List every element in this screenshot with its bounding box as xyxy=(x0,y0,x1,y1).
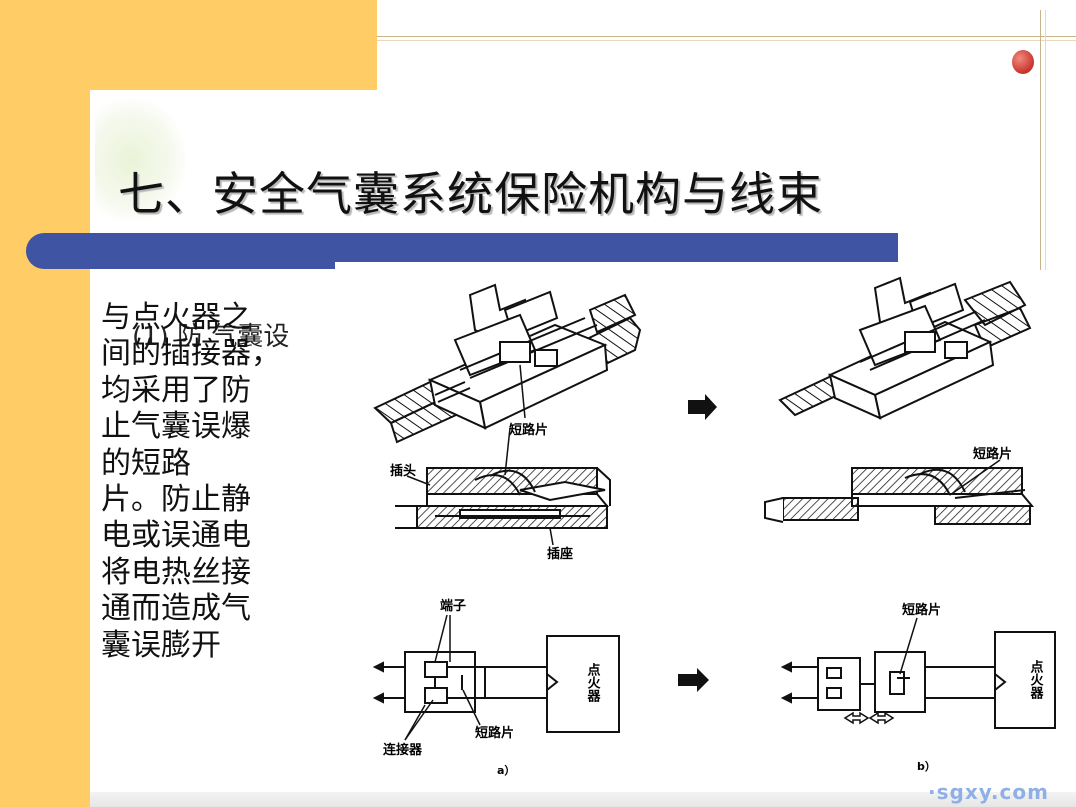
label-short-piece-left: 短路片 xyxy=(509,422,548,438)
body-line: 片。防止静 xyxy=(101,482,251,518)
connector-diagram-svg: 短路片 xyxy=(372,276,1056,777)
label-igniter-a: 点火器 xyxy=(585,662,602,703)
label-short-piece-right: 短路片 xyxy=(973,446,1012,462)
watermark: ·sgxy.com xyxy=(928,780,1049,804)
caption-b: b） xyxy=(917,760,936,773)
caption-a: a） xyxy=(497,764,515,777)
connector-iso-left xyxy=(373,283,642,444)
leader-line xyxy=(406,475,431,486)
leader-line xyxy=(519,364,526,419)
arrow-right-icon xyxy=(688,394,717,420)
left-accent-band xyxy=(0,0,90,807)
double-arrow-icon xyxy=(843,711,870,725)
leader-line xyxy=(949,459,1001,496)
body-line: 电或误通电 xyxy=(101,518,251,554)
leader-line xyxy=(504,427,511,476)
leader-line xyxy=(549,527,554,546)
body-line: 囊误膨开 xyxy=(101,627,221,663)
label-short-piece-a: 短路片 xyxy=(475,725,514,741)
cross-section-right xyxy=(764,467,1035,525)
slide-title: 七、安全气囊系统保险机构与线束 xyxy=(118,167,823,221)
arrow-right-icon xyxy=(678,668,709,692)
connector-diagram: 短路片 xyxy=(335,270,1076,807)
leaf-decoration xyxy=(95,100,185,220)
top-accent-block xyxy=(0,0,377,90)
connector-iso-right xyxy=(778,276,1032,420)
schematic-b xyxy=(780,631,1056,729)
body-text: 与点火器之 间的插接器， 均采用了防 止气囊误爆 的短路 片。防止静 电或误通电… xyxy=(101,300,337,664)
leader-line xyxy=(899,617,918,675)
title-bar-mask xyxy=(335,262,898,270)
body-line: 与点火器之 xyxy=(101,300,251,335)
leader-line xyxy=(434,614,448,663)
label-short-piece-b: 短路片 xyxy=(902,602,941,618)
label-igniter-b: 点火器 xyxy=(1028,659,1045,700)
label-connector: 连接器 xyxy=(383,742,423,758)
top-rule xyxy=(377,36,1076,37)
label-socket: 插座 xyxy=(547,546,573,562)
top-rule-secondary xyxy=(377,40,1076,41)
body-line: 将电热丝接 xyxy=(101,554,251,590)
schematic-a xyxy=(372,635,620,733)
double-arrow-icon xyxy=(868,711,895,725)
cross-section-left xyxy=(395,467,611,529)
leader-line xyxy=(404,699,434,741)
bottom-strip xyxy=(90,792,1076,807)
body-line: 止气囊误爆 xyxy=(101,409,251,445)
label-terminal: 端子 xyxy=(440,598,466,614)
heading-fragment: (1) 防 气囊设 xyxy=(132,322,290,352)
body-line: 均采用了防 xyxy=(101,372,251,408)
leader-line xyxy=(462,689,481,726)
red-dot-icon xyxy=(1012,50,1034,74)
body-line: 间的插接器， xyxy=(101,336,281,372)
label-plug: 插头 xyxy=(390,463,416,479)
body-line: 的短路 xyxy=(101,445,191,481)
body-line: 通而造成气 xyxy=(101,591,251,627)
